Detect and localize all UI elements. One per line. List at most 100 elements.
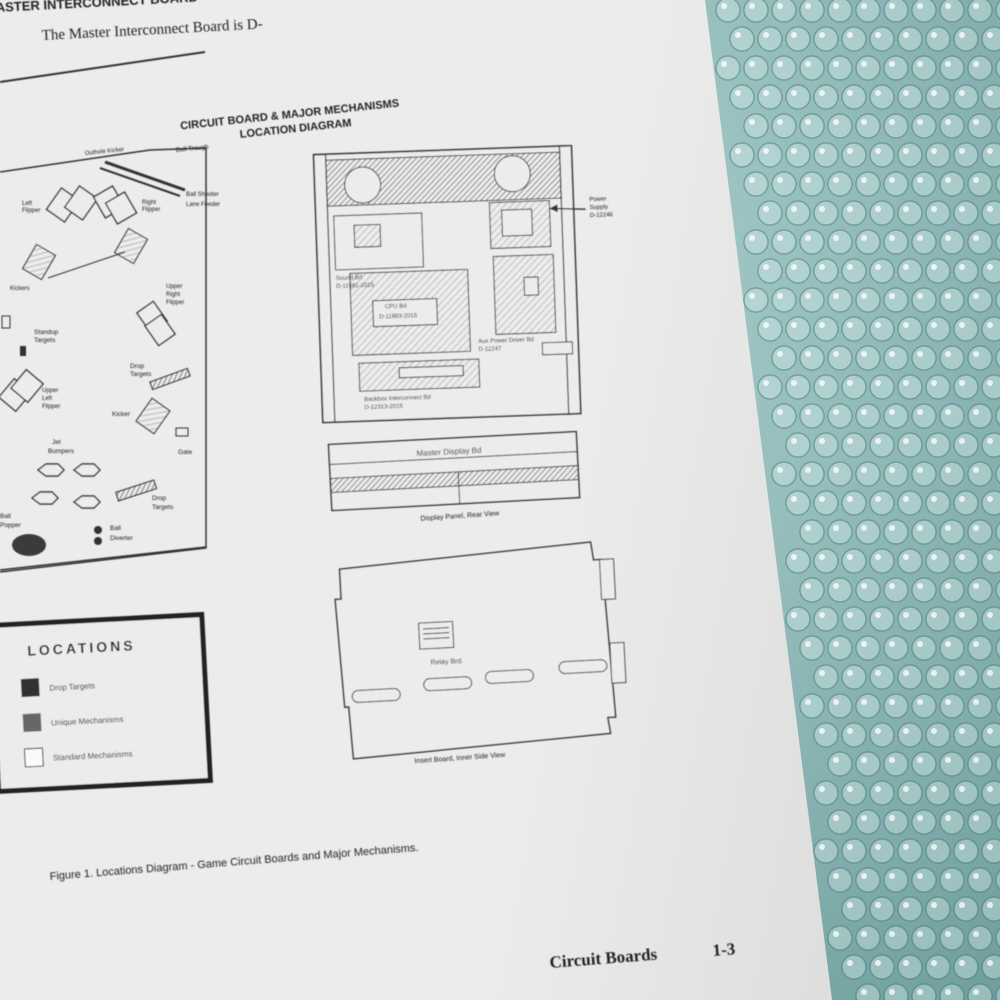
bubble-highlight bbox=[917, 989, 923, 995]
bubble-highlight bbox=[819, 90, 825, 96]
bubble bbox=[911, 229, 937, 255]
bubble bbox=[953, 142, 979, 168]
label-aux-power-driver-1: Aux Power Driver Bd bbox=[478, 337, 534, 345]
bubble bbox=[883, 519, 909, 545]
bubble-highlight bbox=[847, 554, 853, 560]
bubble-highlight bbox=[819, 322, 825, 328]
bubble bbox=[939, 229, 965, 255]
bubble-highlight bbox=[861, 3, 867, 9]
bubble-highlight bbox=[931, 960, 937, 966]
bubble bbox=[939, 55, 965, 81]
bubble bbox=[827, 403, 853, 429]
bubble-highlight bbox=[805, 119, 811, 125]
bubble bbox=[925, 490, 951, 516]
bubble bbox=[827, 519, 853, 545]
bubble bbox=[827, 113, 853, 139]
bubble bbox=[883, 925, 909, 951]
bubble-highlight bbox=[987, 380, 993, 386]
bubble-highlight bbox=[959, 612, 965, 618]
bubble-highlight bbox=[903, 554, 909, 560]
bubble bbox=[953, 780, 979, 806]
bubble bbox=[799, 693, 825, 719]
bubble-highlight bbox=[791, 90, 797, 96]
bubble bbox=[911, 867, 937, 893]
display-panel-caption: Display Panel, Rear View bbox=[420, 510, 500, 523]
label-kicker: Kicker bbox=[112, 411, 131, 418]
bubble-highlight bbox=[861, 119, 867, 125]
bubble-highlight bbox=[917, 61, 923, 67]
bubble-highlight bbox=[945, 177, 951, 183]
bubble-wrap-bubbles bbox=[715, 0, 1000, 1000]
bubble bbox=[869, 142, 895, 168]
bubble bbox=[981, 722, 1000, 748]
label-drop-targets-2b: Targets bbox=[152, 504, 174, 511]
bubble-highlight bbox=[945, 641, 951, 647]
bubble bbox=[939, 403, 965, 429]
bubble bbox=[953, 722, 979, 748]
bubble bbox=[925, 26, 951, 52]
bubble-highlight bbox=[749, 235, 755, 241]
right-flipper-shape bbox=[92, 185, 138, 225]
bubble bbox=[785, 432, 811, 458]
bubble bbox=[771, 287, 797, 313]
bubble bbox=[841, 432, 867, 458]
bubble-highlight bbox=[805, 235, 811, 241]
bubble bbox=[771, 229, 797, 255]
bubble bbox=[953, 606, 979, 632]
relay-board bbox=[417, 620, 455, 650]
bubble-highlight bbox=[903, 206, 909, 212]
bubble bbox=[743, 229, 769, 255]
bubble bbox=[981, 316, 1000, 342]
bubble bbox=[799, 577, 825, 603]
bubble bbox=[925, 606, 951, 632]
bubble bbox=[841, 142, 867, 168]
bubble-highlight bbox=[959, 322, 965, 328]
bubble-highlight bbox=[875, 612, 881, 618]
bubble-highlight bbox=[889, 3, 895, 9]
bubble bbox=[981, 142, 1000, 168]
bubble bbox=[799, 287, 825, 313]
bubble bbox=[953, 548, 979, 574]
bubble bbox=[813, 432, 839, 458]
bubble bbox=[757, 26, 783, 52]
bubble-highlight bbox=[861, 815, 867, 821]
bubble-highlight bbox=[973, 409, 979, 415]
bubble bbox=[813, 606, 839, 632]
bubble bbox=[757, 200, 783, 226]
bubble bbox=[771, 345, 797, 371]
bubble bbox=[743, 113, 769, 139]
bubble-highlight bbox=[889, 873, 895, 879]
bubble bbox=[925, 200, 951, 226]
bubble-highlight bbox=[917, 699, 923, 705]
label-upper-left-flipper-3: Flipper bbox=[42, 404, 60, 410]
bubble bbox=[995, 580, 1000, 600]
bubble bbox=[995, 928, 1000, 948]
bubble bbox=[967, 925, 993, 951]
bubble bbox=[799, 55, 825, 81]
bubble-highlight bbox=[861, 699, 867, 705]
display-panel-diagram: Master Display Bd bbox=[327, 430, 581, 512]
bubble-highlight bbox=[847, 960, 853, 966]
bubble bbox=[855, 229, 881, 255]
bubble bbox=[869, 374, 895, 400]
bubble-highlight bbox=[861, 525, 867, 531]
bubble bbox=[981, 606, 1000, 632]
bubble-highlight bbox=[931, 844, 937, 850]
label-backbox-interconnect-1: Backbox Interconnect Bd bbox=[364, 395, 431, 403]
bubble bbox=[869, 838, 895, 864]
label-backbox-interconnect-2: D-12313-2015 bbox=[364, 404, 403, 411]
bubble-highlight bbox=[973, 699, 979, 705]
bubble-highlight bbox=[791, 612, 797, 618]
bubble-highlight bbox=[777, 119, 783, 125]
bubble-highlight bbox=[931, 438, 937, 444]
bubble bbox=[911, 519, 937, 545]
bubble bbox=[785, 374, 811, 400]
bubble-highlight bbox=[987, 32, 993, 38]
bubble-highlight bbox=[861, 293, 867, 299]
label-upper-right-flipper-2: Right bbox=[166, 292, 180, 298]
bubble-highlight bbox=[805, 3, 811, 9]
bubble bbox=[729, 26, 755, 52]
bubble bbox=[855, 113, 881, 139]
bubble-highlight bbox=[931, 322, 937, 328]
